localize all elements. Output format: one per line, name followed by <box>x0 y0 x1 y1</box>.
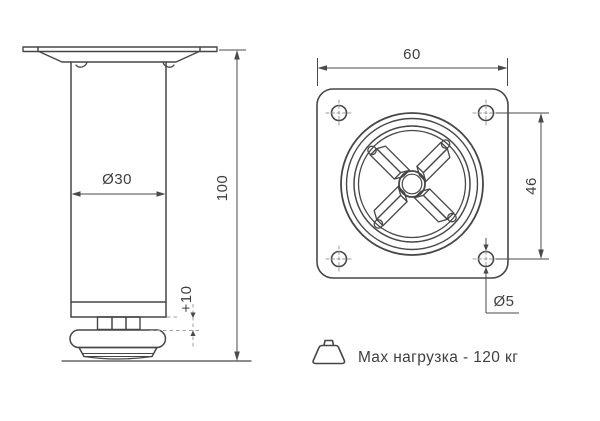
center-hole <box>398 170 426 198</box>
clip-left <box>75 61 88 68</box>
dim-diameter-30 <box>71 191 166 197</box>
dim-height-100 <box>219 49 246 361</box>
dim-label-hole: Ø5 <box>493 293 514 310</box>
side-view-dimensions <box>71 49 246 361</box>
tab-nw <box>367 145 411 180</box>
adjuster-neck <box>96 316 141 331</box>
caption-row: Max нагрузка - 120 кг <box>312 339 518 366</box>
dim-width-60 <box>317 58 508 86</box>
tab-ne <box>416 139 451 183</box>
leg-base-circles <box>340 112 484 256</box>
max-load-label: Max нагрузка - 120 кг <box>358 349 518 366</box>
clip-right <box>162 61 175 68</box>
dim-label-width: 60 <box>403 46 421 63</box>
hole-crosshairs <box>325 99 500 273</box>
stamped-tabs <box>367 139 457 229</box>
dim-label-adjust: +10 <box>178 286 195 313</box>
dim-adjust-10 <box>150 304 199 349</box>
mounting-plate-top <box>316 88 509 279</box>
dim-hole-5 <box>483 238 519 314</box>
tab-se <box>413 188 457 223</box>
adjustable-foot <box>69 329 167 360</box>
dim-label-diameter: Ø30 <box>102 171 132 188</box>
side-view-drawing <box>22 46 252 362</box>
top-view-drawing <box>316 88 509 279</box>
dim-spacing-46 <box>496 112 549 260</box>
leg-tube <box>70 61 167 318</box>
tab-sw <box>373 185 408 229</box>
dim-label-height: 100 <box>214 175 231 202</box>
top-view-dimensions <box>317 58 549 314</box>
dim-label-spacing: 46 <box>523 177 540 195</box>
weight-icon <box>312 339 346 365</box>
mounting-plate-side <box>22 46 218 68</box>
